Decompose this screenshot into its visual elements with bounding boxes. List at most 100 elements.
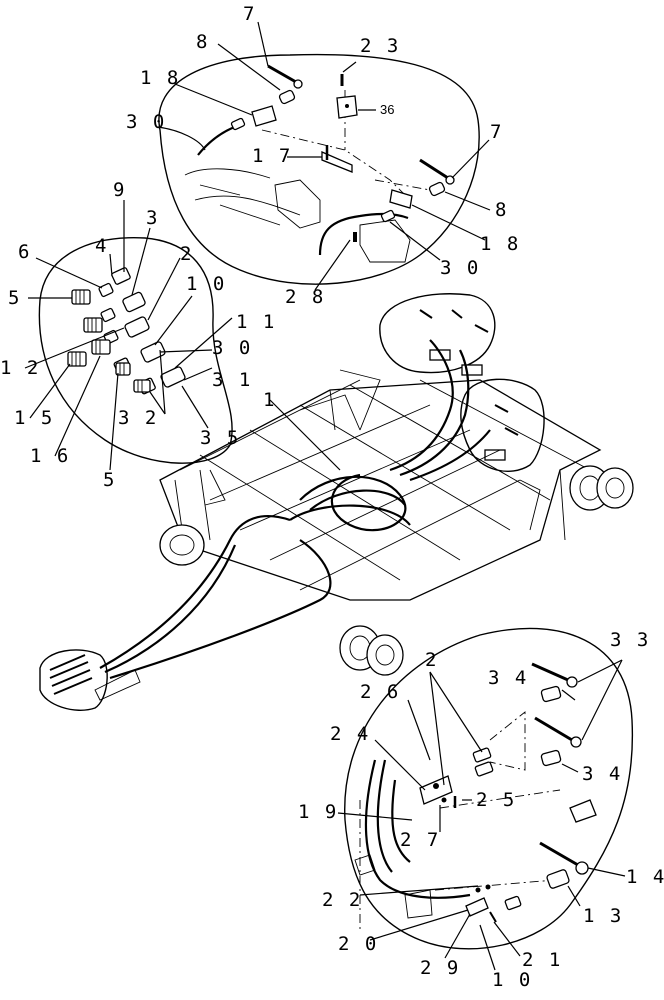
leader-24 [374,739,426,791]
callout-28: 2 8 [285,286,325,308]
leader-15 [29,363,71,419]
leader-7b [451,139,490,179]
callout-36: 36 [380,102,394,117]
leader-33a [577,659,623,683]
callout-21: 2 1 [522,949,562,971]
callout-30b: 3 0 [440,257,480,279]
coupler-21 [489,895,522,923]
leader-12 [24,327,125,369]
leader-32b [149,391,166,415]
bracket-20 [465,884,491,917]
callout-7a: 7 [243,3,256,25]
leader-3 [131,227,151,296]
callout-29: 2 9 [420,957,460,979]
callout-13: 1 3 [583,905,623,927]
callout-33: 3 3 [610,629,650,651]
clamp-bracket [569,799,597,823]
leader-21 [493,921,521,957]
callout-10b: 1 0 [492,969,532,991]
leader-34b [561,763,579,773]
callout-5a: 5 [8,287,21,309]
leader-10a [154,295,193,346]
leader-29 [444,913,471,959]
pin-part [267,64,303,89]
leader-33b [581,659,623,741]
bushing-right-part [428,181,446,197]
callout-1: 1 [263,389,276,411]
leader-34a [561,689,576,701]
sub-bubble-parts [419,309,519,461]
callout-30a: 3 0 [126,111,166,133]
left-detail-bubble [24,200,341,471]
callout-4: 4 [95,235,108,257]
coupler-34b [540,749,562,767]
top-detail-bubble [157,21,491,291]
callout-15: 1 5 [14,407,54,429]
coupler-stack [67,267,186,395]
leader-30c [159,349,213,353]
callout-26: 2 6 [360,681,400,703]
leader-35 [181,385,209,429]
callout-18a: 1 8 [140,67,180,89]
leader-14 [587,867,626,877]
leader-28 [314,239,351,291]
callout-12: 1 2 [0,357,40,379]
leader-11 [174,317,233,369]
leader-1 [269,399,341,471]
callout-11: 1 1 [236,311,276,333]
machine-frame [39,293,634,711]
clip-right-part [389,189,413,209]
wheel-front-left [339,625,404,676]
callout-25: 2 5 [476,789,516,811]
callout-23: 2 3 [360,35,400,57]
hose-end-33a [531,662,578,688]
bracket-36-part [336,95,358,119]
leader-8b [444,191,491,211]
coupler-2 [472,747,494,777]
leader-30a [157,126,206,151]
leader-23 [342,61,357,73]
clip-part [251,105,277,127]
callout-31: 3 1 [212,369,252,391]
leader-6 [35,257,103,289]
hose-end-14 [539,841,589,875]
leader-22 [359,885,479,896]
leader-13 [567,885,581,907]
callout-2a: 2 [180,243,193,265]
leader-4 [109,253,113,277]
hitch-coupler-stack [49,654,93,695]
callout-8b: 8 [495,199,508,221]
bottom-detail-bubble [337,627,634,971]
callout-3: 3 [146,207,159,229]
callout-8a: 8 [196,31,209,53]
callout-19: 1 9 [298,801,338,823]
callout-labels: 7 2 3 8 1 8 36 3 0 1 7 7 8 1 8 3 0 2 8 9… [0,3,664,991]
callout-32: 3 2 [118,407,158,429]
leader-2b1 [429,671,483,753]
pin-right-part [419,158,455,185]
callout-24: 2 4 [330,723,370,745]
callout-16: 1 6 [30,445,70,467]
callout-6: 6 [18,241,31,263]
leader-5b [109,372,119,471]
leader-10b [479,924,496,971]
coupler-13 [546,869,570,889]
bracket-17-part [321,145,353,173]
leader-18b [411,204,486,241]
callout-10a: 1 0 [186,273,226,295]
bushing-part [278,89,296,105]
callout-34a: 3 4 [488,667,528,689]
callout-7b: 7 [490,121,503,143]
leader-2a [147,257,181,321]
callout-14: 1 4 [626,866,664,888]
callout-30c: 3 0 [212,337,252,359]
callout-27: 2 7 [400,829,440,851]
leader-32a [159,349,166,415]
leader-31 [183,367,213,381]
leader-8a [217,43,281,91]
callout-20: 2 0 [338,933,378,955]
leader-30b [389,221,441,261]
callout-22: 2 2 [322,889,362,911]
coupler-top-part [230,117,396,242]
